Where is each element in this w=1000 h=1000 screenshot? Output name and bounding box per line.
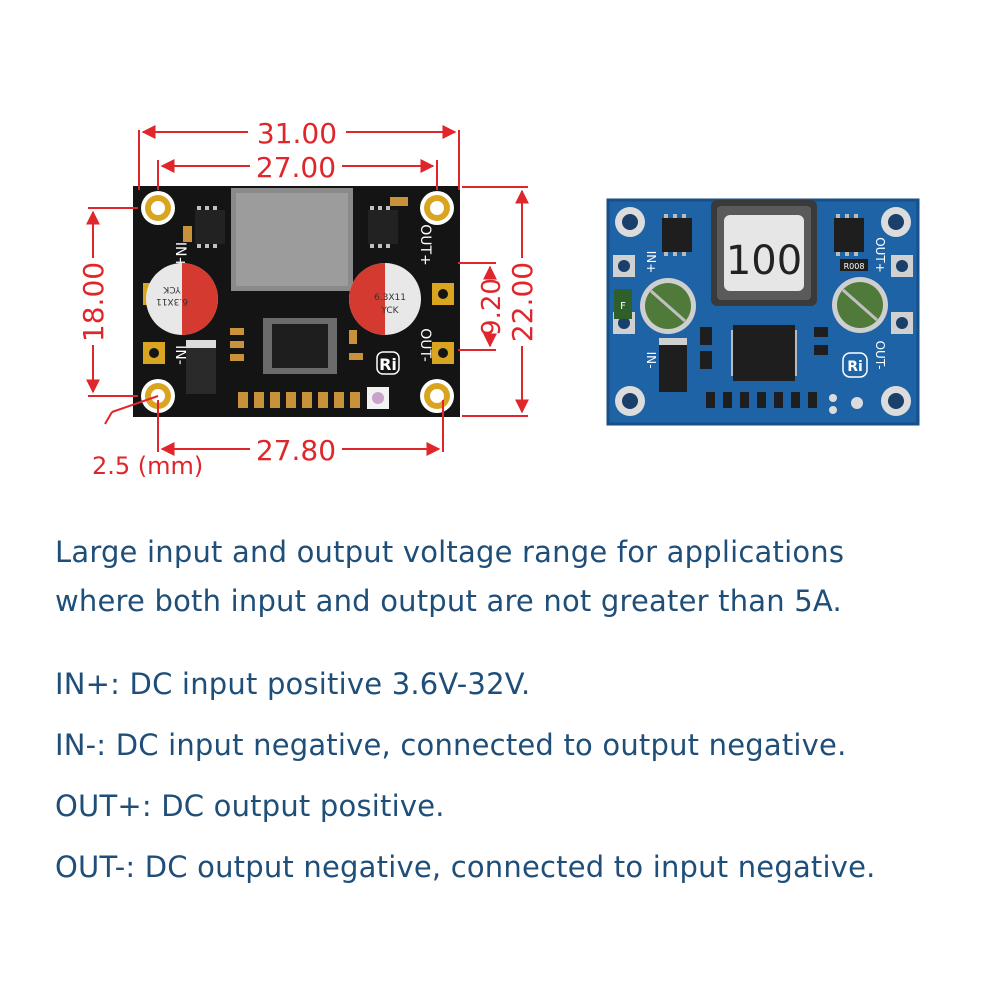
dim-pin-pitch: 9.20 [477, 278, 507, 336]
ic-chip [195, 206, 225, 248]
photo-resistor-row [706, 392, 817, 408]
dim-height-outer: 22.00 [506, 262, 539, 342]
photo-diode [659, 338, 687, 392]
photo-smd-cap [614, 289, 632, 319]
photo-resistor [840, 259, 868, 271]
description-block: Large input and output voltage range for… [55, 528, 975, 913]
photo-mounting-hole [881, 207, 911, 237]
intro-line-1: Large input and output voltage range for… [55, 535, 845, 569]
mounting-hole [420, 191, 454, 225]
dim-height-holes: 18.00 [77, 262, 110, 342]
smd-cap-mark: F [620, 301, 626, 312]
photo-label-out-plus: OUT+ [873, 237, 887, 273]
cap-right-brand: YCK [380, 306, 399, 316]
photo-pin-pad [891, 312, 913, 334]
pin-desc-in-plus: IN+: DC input positive 3.6V-32V. [55, 667, 531, 701]
pin-description-list: IN+: DC input positive 3.6V-32V. IN-: DC… [55, 669, 975, 883]
pin-pad [143, 342, 165, 364]
label-in-plus: IN+ [172, 242, 188, 268]
capacitor-right: 6.3X11 YCK [349, 263, 421, 335]
ic-chip [368, 206, 398, 248]
board-photo: IN+ IN- OUT+ OUT- 100 R008 [606, 198, 920, 426]
dimension-lines [86, 125, 529, 456]
photo-ic-chip [834, 214, 864, 256]
capacitor-left: 6.3X11 YCK [146, 263, 218, 335]
label-out-plus: OUT+ [417, 224, 433, 266]
resistor-row [238, 392, 360, 408]
pin-desc-out-minus: OUT-: DC output negative, connected to i… [55, 850, 876, 884]
drawing-logo: Ri [379, 355, 397, 374]
pin-desc-in-minus: IN-: DC input negative, connected to out… [55, 728, 847, 762]
label-out-minus: OUT- [417, 328, 433, 362]
dim-bottom-width: 27.80 [256, 434, 336, 467]
dimension-drawing: IN+ IN- OUT+ OUT- 6.3X11 YCK [77, 117, 539, 480]
photo-mounting-hole [881, 386, 911, 416]
label-in-minus: IN- [172, 345, 188, 365]
cap-right-rating: 6.3X11 [374, 293, 406, 303]
dim-width-outer: 31.00 [257, 117, 337, 150]
figure-svg: IN+ IN- OUT+ OUT- 6.3X11 YCK [77, 117, 920, 480]
dim-hole-offset: 2.5 (mm) [92, 452, 203, 480]
photo-logo: Ri [847, 359, 863, 375]
photo-main-ic [731, 325, 797, 381]
photo-capacitor-right [832, 277, 888, 333]
dim-width-holes: 27.00 [256, 151, 336, 184]
resistor-marking: R008 [844, 262, 865, 271]
photo-label-in-minus: IN- [644, 352, 658, 369]
pin-pad [432, 283, 454, 305]
cap-left-brand: YCK [162, 284, 181, 294]
pin-pad [432, 342, 454, 364]
pin-desc-out-plus: OUT+: DC output positive. [55, 789, 445, 823]
photo-mounting-hole [615, 207, 645, 237]
intro-paragraph: Large input and output voltage range for… [55, 528, 975, 626]
photo-pin-pad [891, 255, 913, 277]
photo-mounting-hole [615, 386, 645, 416]
mounting-hole [141, 191, 175, 225]
inductor-marking: 100 [726, 238, 802, 284]
photo-ic-chip [662, 214, 692, 256]
photo-pin-pad [613, 255, 635, 277]
intro-line-2: where both input and output are not grea… [55, 584, 842, 618]
photo-label-in-plus: IN+ [644, 251, 658, 274]
mounting-hole [420, 379, 454, 413]
main-ic [263, 318, 337, 374]
photo-label-out-minus: OUT- [873, 341, 887, 370]
cap-left-rating: 6.3X11 [156, 296, 188, 306]
photo-capacitor-left [640, 278, 696, 334]
diode [186, 340, 216, 394]
product-figure: IN+ IN- OUT+ OUT- 6.3X11 YCK [77, 117, 920, 480]
photo-inductor: 100 [711, 200, 817, 306]
